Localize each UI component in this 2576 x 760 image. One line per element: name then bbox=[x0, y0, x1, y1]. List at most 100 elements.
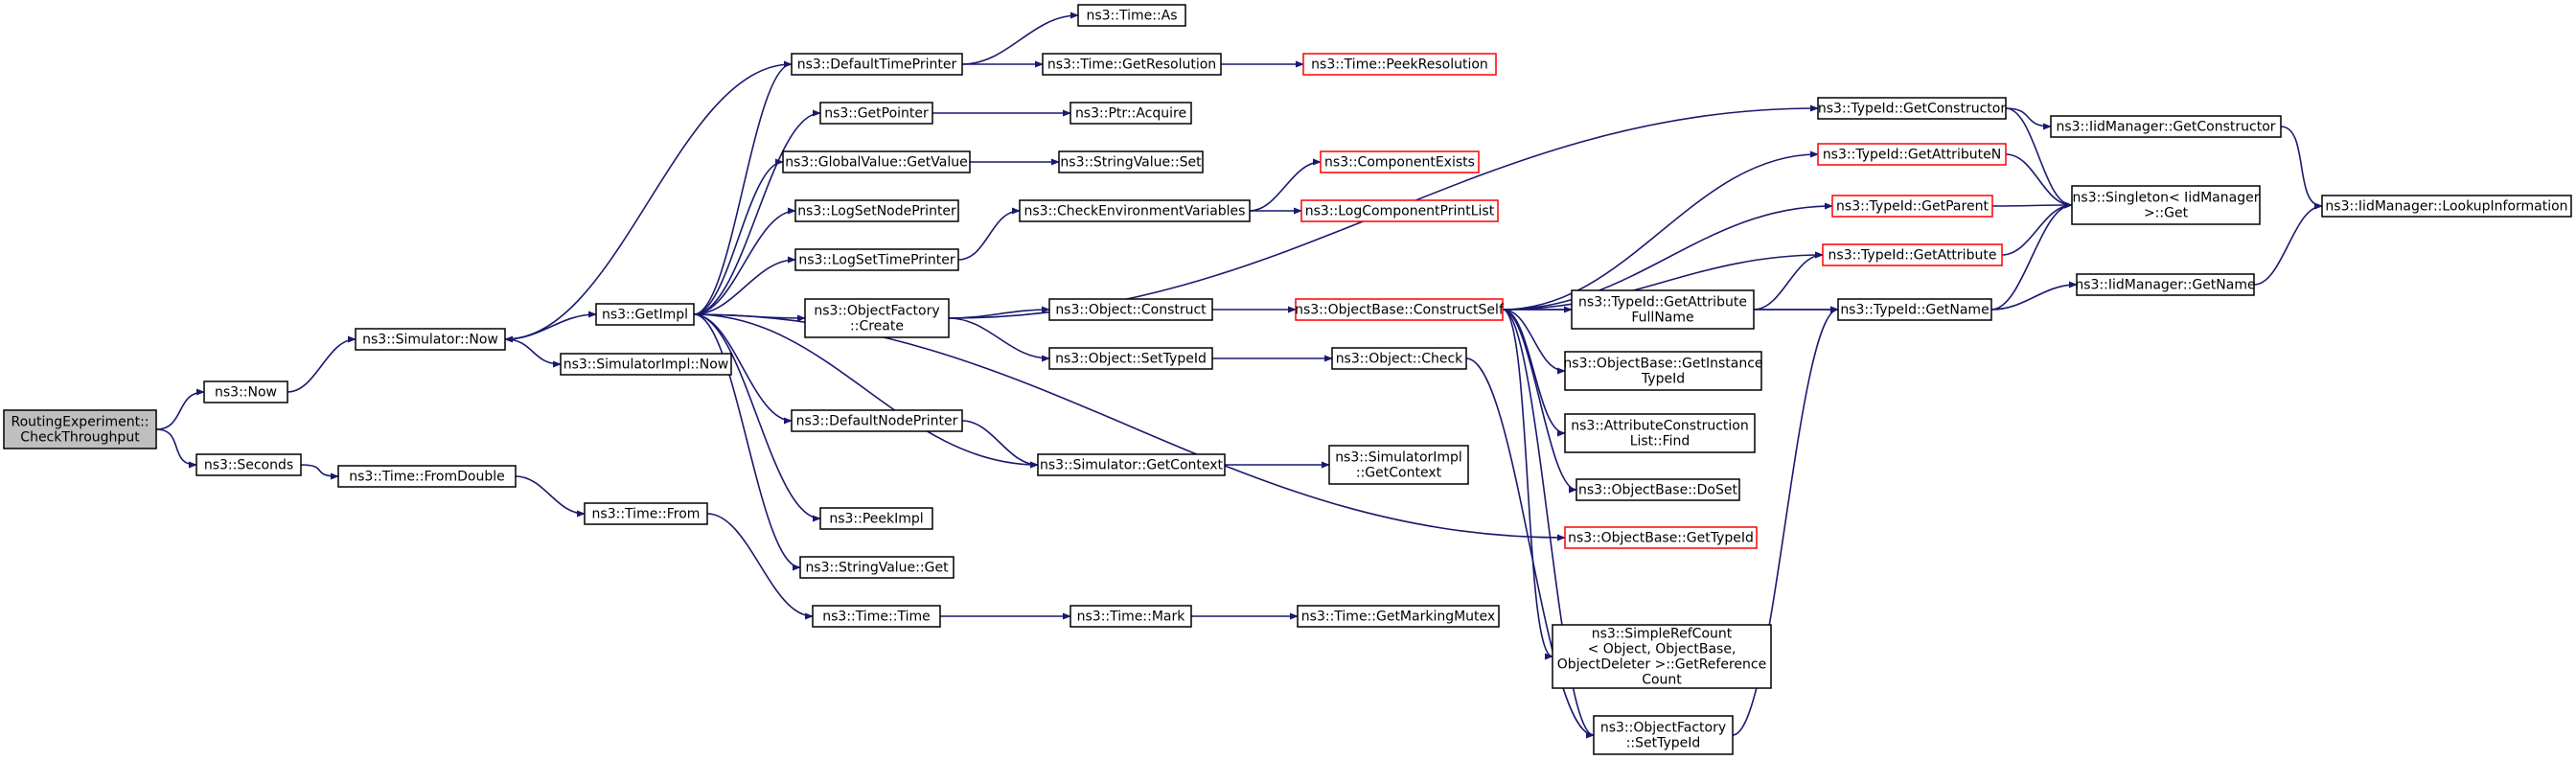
node-label: ns3::GetImpl bbox=[602, 308, 688, 323]
node-label: ns3::LogSetNodePrinter bbox=[797, 204, 956, 219]
node-label: ns3::Simulator::Now bbox=[362, 333, 498, 348]
node-ns3-time-from[interactable]: ns3::Time::From bbox=[584, 502, 708, 525]
edge-tidgetparent-to-singleton bbox=[1991, 201, 2073, 209]
edge-getimpl-to-simgetctx bbox=[693, 313, 1039, 469]
nodes-layer: RoutingExperiment::CheckThroughputns3::N… bbox=[3, 4, 2572, 755]
node-ns3-objectfactory-settypeid[interactable]: ns3::ObjectFactory::SetTypeId bbox=[1593, 715, 1734, 755]
node-label: ns3::LogSetTimePrinter bbox=[798, 253, 955, 268]
node-label: ns3::DefaultNodePrinter bbox=[796, 414, 958, 429]
node-ns3-ptr-acquire[interactable]: ns3::Ptr::Acquire bbox=[1070, 102, 1192, 125]
node-ns3-simulator-now[interactable]: ns3::Simulator::Now bbox=[355, 328, 506, 351]
node-label: ns3::SimulatorImpl::Now bbox=[564, 357, 729, 373]
edge-objbaseconstruct-to-simplerefcount bbox=[1502, 309, 1553, 660]
edge-objbaseconstruct-to-objbasegetinst bbox=[1502, 309, 1566, 375]
edge-getimpl-to-peekimpl bbox=[693, 313, 821, 522]
node-label: ns3::Time::As bbox=[1086, 9, 1177, 24]
node-ns3-stringvalue-get[interactable]: ns3::StringValue::Get bbox=[799, 556, 954, 579]
node-label: ns3::Seconds bbox=[204, 458, 293, 473]
node-box bbox=[1048, 298, 1213, 321]
edge-now-to-simnow bbox=[287, 335, 356, 393]
edge-tidgetname-to-iidgetname bbox=[1990, 281, 2078, 311]
node-ns3-componentexists[interactable]: ns3::ComponentExists bbox=[1320, 150, 1480, 173]
node-label: ns3::TypeId::GetParent bbox=[1836, 199, 1989, 215]
node-ns3-simulator-getcontext[interactable]: ns3::Simulator::GetContext bbox=[1037, 453, 1226, 476]
node-ns3-time-getmarkingmutex[interactable]: ns3::Time::GetMarkingMutex bbox=[1297, 605, 1500, 628]
node-label: ::GetContext bbox=[1356, 466, 1442, 481]
node-box bbox=[337, 465, 517, 488]
node-ns3-time-time[interactable]: ns3::Time::Time bbox=[812, 605, 941, 628]
node-ns3-typeid-getattributen[interactable]: ns3::TypeId::GetAttributeN bbox=[1817, 143, 2007, 166]
node-ns3-getpointer[interactable]: ns3::GetPointer bbox=[819, 102, 933, 125]
node-ns3-singleton-iidmanager-get[interactable]: ns3::Singleton< IidManager>::Get bbox=[2071, 185, 2261, 225]
node-ns3-simulatorimpl-getcontext[interactable]: ns3::SimulatorImpl::GetContext bbox=[1328, 445, 1469, 485]
node-label: ns3::Time::PeekResolution bbox=[1311, 58, 1488, 73]
node-box bbox=[2071, 185, 2261, 225]
node-ns3-logcomponentprintlist[interactable]: ns3::LogComponentPrintList bbox=[1300, 199, 1499, 222]
node-ns3-typeid-getparent[interactable]: ns3::TypeId::GetParent bbox=[1831, 195, 1993, 218]
node-ns3-stringvalue-set[interactable]: ns3::StringValue::Set bbox=[1058, 150, 1204, 173]
node-ns3-typeid-getattribute[interactable]: ns3::TypeId::GetAttribute bbox=[1822, 243, 2003, 266]
node-box bbox=[1564, 526, 1758, 549]
node-ns3-getimpl[interactable]: ns3::GetImpl bbox=[595, 303, 695, 326]
node-label: CheckThroughput bbox=[20, 430, 140, 446]
node-ns3-object-construct[interactable]: ns3::Object::Construct bbox=[1048, 298, 1213, 321]
node-box bbox=[1552, 624, 1772, 689]
node-ns3-logsettimeprinter[interactable]: ns3::LogSetTimePrinter bbox=[794, 248, 959, 271]
node-ns3-typeid-getname[interactable]: ns3::TypeId::GetName bbox=[1837, 298, 1992, 321]
node-ns3-time-fromdouble[interactable]: ns3::Time::FromDouble bbox=[337, 465, 517, 488]
node-ns3-time-as[interactable]: ns3::Time::As bbox=[1077, 4, 1186, 27]
node-ns3-objectbase-doset[interactable]: ns3::ObjectBase::DoSet bbox=[1576, 478, 1740, 501]
node-label: ns3::Time::GetMarkingMutex bbox=[1301, 610, 1495, 625]
node-label: >::Get bbox=[2144, 206, 2189, 221]
node-ns3-defaulttimeprinter[interactable]: ns3::DefaultTimePrinter bbox=[791, 53, 963, 76]
node-ns3-time-peekresolution[interactable]: ns3::Time::PeekResolution bbox=[1302, 53, 1497, 76]
node-box bbox=[595, 303, 695, 326]
node-label: ns3::IidManager::GetName bbox=[2075, 278, 2255, 293]
node-ns3-time-getresolution[interactable]: ns3::Time::GetResolution bbox=[1042, 53, 1222, 76]
edge-iidgetname-to-iidlookup bbox=[2253, 202, 2323, 286]
node-ns3-iidmanager-lookupinformation[interactable]: ns3::IidManager::LookupInformation bbox=[2321, 195, 2572, 218]
node-box bbox=[1300, 199, 1499, 222]
node-ns3-objectfactory-create[interactable]: ns3::ObjectFactory::Create bbox=[804, 298, 950, 338]
node-label: ObjectDeleter >::GetReference bbox=[1557, 657, 1766, 673]
node-ns3-checkenvironmentvariables[interactable]: ns3::CheckEnvironmentVariables bbox=[1019, 199, 1251, 222]
node-ns3-now[interactable]: ns3::Now bbox=[203, 380, 288, 403]
node-ns3-globalvalue-getvalue[interactable]: ns3::GlobalValue::GetValue bbox=[782, 150, 971, 173]
node-ns3-object-settypeid[interactable]: ns3::Object::SetTypeId bbox=[1048, 347, 1213, 370]
node-ns3-objectbase-gettypeid[interactable]: ns3::ObjectBase::GetTypeId bbox=[1564, 526, 1758, 549]
edge-objbaseconstruct-to-objbasedoset bbox=[1502, 309, 1577, 494]
node-label: ns3::SimpleRefCount bbox=[1592, 627, 1733, 642]
edge-tidgetname-to-singleton bbox=[1990, 201, 2073, 311]
edge-getimpl-to-getpointer bbox=[693, 109, 821, 315]
node-ns3-object-check[interactable]: ns3::Object::Check bbox=[1331, 347, 1467, 370]
node-ns3-seconds[interactable]: ns3::Seconds bbox=[196, 453, 302, 476]
node-label: ns3::TypeId::GetAttribute bbox=[1578, 295, 1747, 311]
edge-getimpl-to-svget bbox=[693, 313, 801, 571]
edge-getimpl-to-logsettime bbox=[693, 256, 796, 315]
node-ns3-simulatorimpl-now[interactable]: ns3::SimulatorImpl::Now bbox=[560, 353, 732, 376]
node-label: ns3::TypeId::GetName bbox=[1840, 303, 1989, 318]
node-label: ns3::DefaultTimePrinter bbox=[797, 58, 957, 73]
edge-defnodeprinter-to-simgetctx bbox=[961, 420, 1039, 469]
node-ns3-time-mark[interactable]: ns3::Time::Mark bbox=[1070, 605, 1192, 628]
node-label: ns3::Object::Construct bbox=[1055, 303, 1207, 318]
node-ns3-iidmanager-getname[interactable]: ns3::IidManager::GetName bbox=[2075, 273, 2256, 296]
node-ns3-simplerefcount-object-objectbase-objectdeleter-getreference-count[interactable]: ns3::SimpleRefCount< Object, ObjectBase,… bbox=[1552, 624, 1772, 689]
node-box bbox=[791, 53, 963, 76]
node-box bbox=[203, 380, 288, 403]
edge-root-to-seconds bbox=[155, 428, 197, 469]
node-ns3-peekimpl[interactable]: ns3::PeekImpl bbox=[819, 507, 933, 530]
node-ns3-typeid-getconstructor[interactable]: ns3::TypeId::GetConstructor bbox=[1817, 97, 2007, 120]
node-box bbox=[1048, 347, 1213, 370]
node-box bbox=[2076, 273, 2255, 296]
edge-tidgetattrn-to-singleton bbox=[2005, 153, 2073, 209]
node-ns3-objectbase-constructself[interactable]: ns3::ObjectBase::ConstructSelf bbox=[1295, 298, 1505, 321]
node-ns3-iidmanager-getconstructor[interactable]: ns3::IidManager::GetConstructor bbox=[2050, 115, 2282, 138]
node-ns3-logsetnodeprinter[interactable]: ns3::LogSetNodePrinter bbox=[794, 199, 959, 222]
node-ns3-defaultnodeprinter[interactable]: ns3::DefaultNodePrinter bbox=[791, 409, 963, 432]
edge-iidgetctor-to-iidlookup bbox=[2280, 126, 2323, 210]
